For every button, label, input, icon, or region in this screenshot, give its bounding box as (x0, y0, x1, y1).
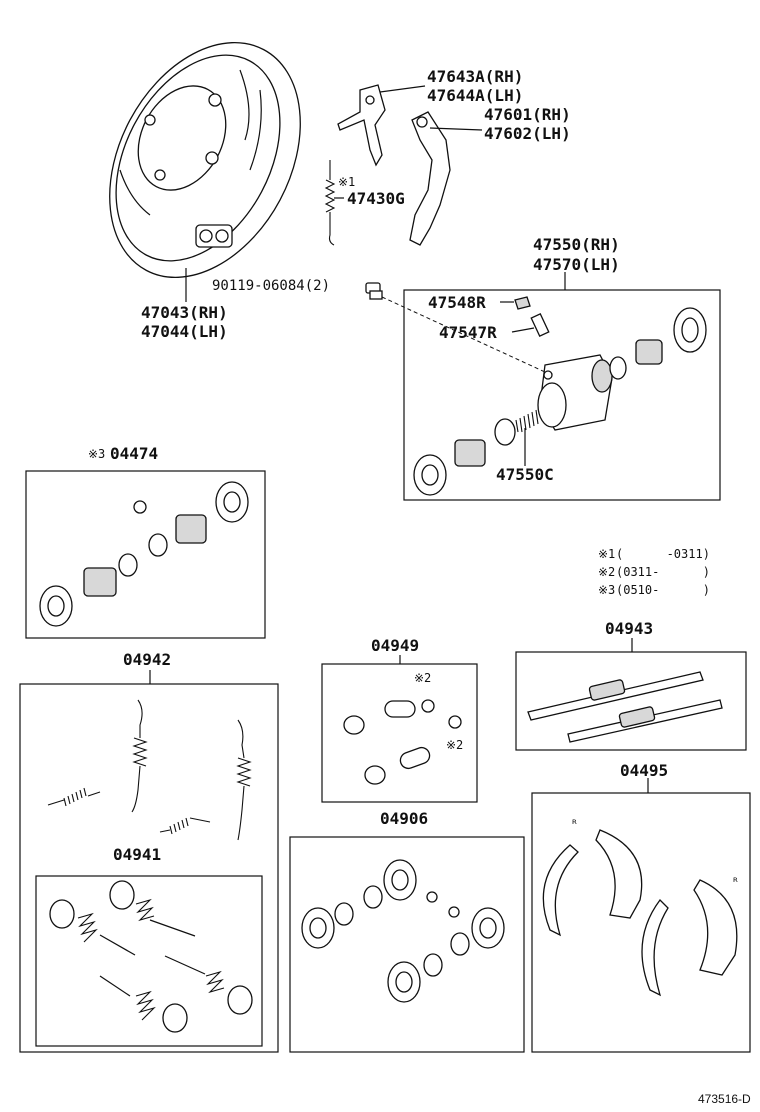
svg-text:ᴿ: ᴿ (732, 875, 739, 889)
wheel-cylinder-kit-parts (413, 307, 707, 496)
wheel-cylinder-assembly-box (403, 289, 721, 501)
label-47043: 47043(RH) (141, 303, 228, 322)
kit-04941-parts (49, 880, 253, 1033)
adjuster-assembly-illustration (527, 671, 723, 743)
kit-04906-box (289, 836, 525, 1053)
kit-04474-box (25, 470, 266, 639)
label-90119: 90119-06084(2) (212, 278, 330, 294)
kit-04943-box (515, 651, 747, 751)
legend-mark-2: ※2 (598, 565, 615, 579)
wheel-cylinder-illustration (537, 354, 613, 431)
legend-range-2: (0311- ) (616, 565, 710, 579)
brake-shoes-illustration: ᴿ ᴿ (542, 817, 739, 997)
kit-04941-box (35, 875, 263, 1047)
bleeder-cap-illustration (514, 296, 531, 310)
kit-04942-box (19, 683, 279, 1053)
label-47430g-mark: ※1 (338, 175, 355, 189)
legend-mark-3: ※3 (598, 583, 615, 597)
label-04943: 04943 (605, 619, 653, 638)
kit-04906-parts (301, 859, 505, 1003)
label-47602: 47602(LH) (484, 124, 571, 143)
kit-04949-parts (343, 699, 462, 785)
bolt-illustration (365, 282, 383, 300)
label-47644a: 47644A(LH) (427, 86, 523, 105)
label-04949: 04949 (371, 636, 419, 655)
diagram-code: 473516-D (698, 1092, 751, 1106)
label-04474: 04474 (110, 444, 158, 463)
label-47430g: 47430G (347, 189, 405, 208)
svg-text:ᴿ: ᴿ (571, 817, 578, 831)
bleeder-plug-illustration (530, 312, 550, 338)
adjusting-lever-illustration (337, 84, 386, 167)
label-04942: 04942 (123, 650, 171, 669)
label-47044: 47044(LH) (141, 322, 228, 341)
label-04949-mark-a: ※2 (414, 671, 431, 685)
kit-04495-box (531, 792, 751, 1053)
label-47550c: 47550C (496, 465, 554, 484)
label-04941: 04941 (113, 845, 161, 864)
label-47550: 47550(RH) (533, 235, 620, 254)
label-04495: 04495 (620, 761, 668, 780)
legend: ※1 ( -0311) ※2 (0311- ) ※3 (0510- ) (598, 547, 710, 597)
label-47548r: 47548R (428, 293, 486, 312)
label-47547r: 47547R (439, 323, 497, 342)
label-04949-mark-b: ※2 (446, 738, 463, 752)
label-04474-mark: ※3 (88, 447, 105, 461)
backing-plate-illustration (109, 41, 301, 279)
adjusting-pawl-illustration (409, 111, 451, 246)
kit-04942-springs (47, 699, 252, 841)
legend-mark-1: ※1 (598, 547, 615, 561)
kit-04949-box (321, 663, 478, 803)
return-spring-illustration (324, 160, 336, 246)
legend-range-1: ( -0311) (616, 547, 710, 561)
label-47570: 47570(LH) (533, 255, 620, 274)
label-04906: 04906 (380, 809, 428, 828)
cylinder-spring-illustration (515, 409, 539, 433)
label-47643a: 47643A(RH) (427, 67, 523, 86)
label-47601: 47601(RH) (484, 105, 571, 124)
kit-04474-parts (39, 481, 249, 627)
legend-range-3: (0510- ) (616, 583, 710, 597)
